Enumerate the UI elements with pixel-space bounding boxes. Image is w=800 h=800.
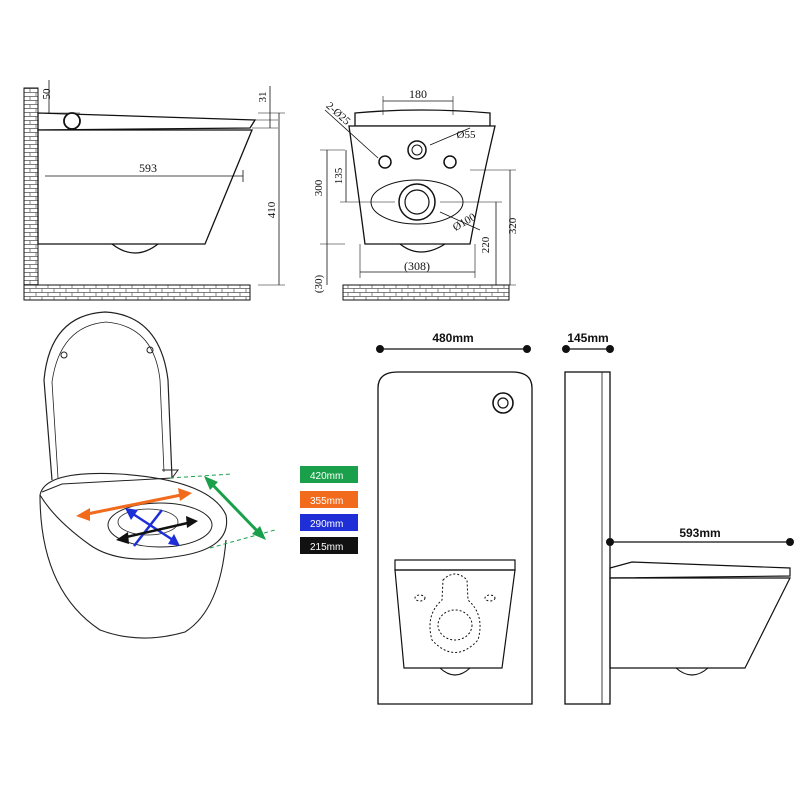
side-view: [23, 80, 285, 301]
rear-floor: [342, 284, 510, 301]
dim-220: 220: [480, 236, 492, 253]
dim-30: (30): [313, 275, 325, 294]
rear-seat: [354, 109, 491, 127]
cistern-width: 480mm: [432, 331, 473, 345]
cistern-side-panel: [564, 371, 611, 705]
legend-swatch-355: [300, 491, 358, 508]
bowl-side: [37, 129, 253, 245]
lid-inner: [51, 321, 165, 479]
cistern-views: [376, 345, 794, 705]
front-bowl: [394, 569, 516, 669]
perspective-view: [39, 311, 276, 639]
side-outlet-bulge: [675, 667, 709, 676]
wall: [23, 87, 39, 301]
fixing-hole-right: [443, 155, 457, 169]
outlet-hole: [398, 183, 436, 221]
arrow-215: [121, 520, 193, 540]
flush-button: [492, 392, 514, 414]
dim-height: 410: [266, 201, 278, 218]
lid-outer: [43, 311, 173, 481]
dim-308: (308): [404, 259, 430, 273]
dim-holes: 2-Ø25: [324, 100, 353, 128]
side-bowl: [609, 577, 791, 669]
legend-label-420: 420mm: [310, 471, 343, 482]
arrow-355: [81, 492, 187, 517]
control-knob: [63, 112, 81, 130]
legend-label-355: 355mm: [310, 496, 343, 507]
arrow-420: [206, 478, 264, 538]
outlet-bulge: [111, 243, 159, 254]
dim-seat: 31: [257, 92, 269, 103]
legend-swatch-420: [300, 466, 358, 483]
floor: [23, 284, 251, 301]
arrow-290: [129, 510, 177, 544]
dim-135: 135: [333, 167, 345, 184]
inlet-hole: [407, 140, 427, 160]
cistern-length: 593mm: [679, 526, 720, 540]
front-outlet-bulge: [439, 667, 471, 676]
side-seat: [609, 561, 791, 579]
legend-label-290: 290mm: [310, 519, 343, 530]
rear-outlet-bulge: [399, 243, 446, 253]
front-seat: [394, 559, 516, 571]
bowl-opening: [107, 502, 213, 548]
dim-width-top: 180: [409, 87, 427, 101]
seat-rim: [39, 472, 228, 560]
dim-inlet: Ø55: [457, 129, 476, 141]
legend-swatch-290: [300, 514, 358, 531]
cistern-front-panel: [377, 371, 533, 705]
legend-label-215: 215mm: [310, 542, 343, 553]
dim-300: 300: [313, 179, 325, 196]
dim-320: 320: [507, 217, 519, 234]
measurement-legend: 420mm 355mm 290mm 215mm: [300, 466, 358, 554]
bowl-body: [39, 494, 227, 639]
seat-lid: [37, 112, 257, 131]
dim-height-top: 50: [41, 88, 53, 100]
cistern-depth: 145mm: [567, 331, 608, 345]
hidden-outline: [429, 573, 481, 653]
dim-length: 593: [139, 161, 157, 175]
fixing-hole-left: [378, 155, 392, 169]
legend-swatch-215: [300, 537, 358, 554]
rear-view: [320, 96, 516, 301]
